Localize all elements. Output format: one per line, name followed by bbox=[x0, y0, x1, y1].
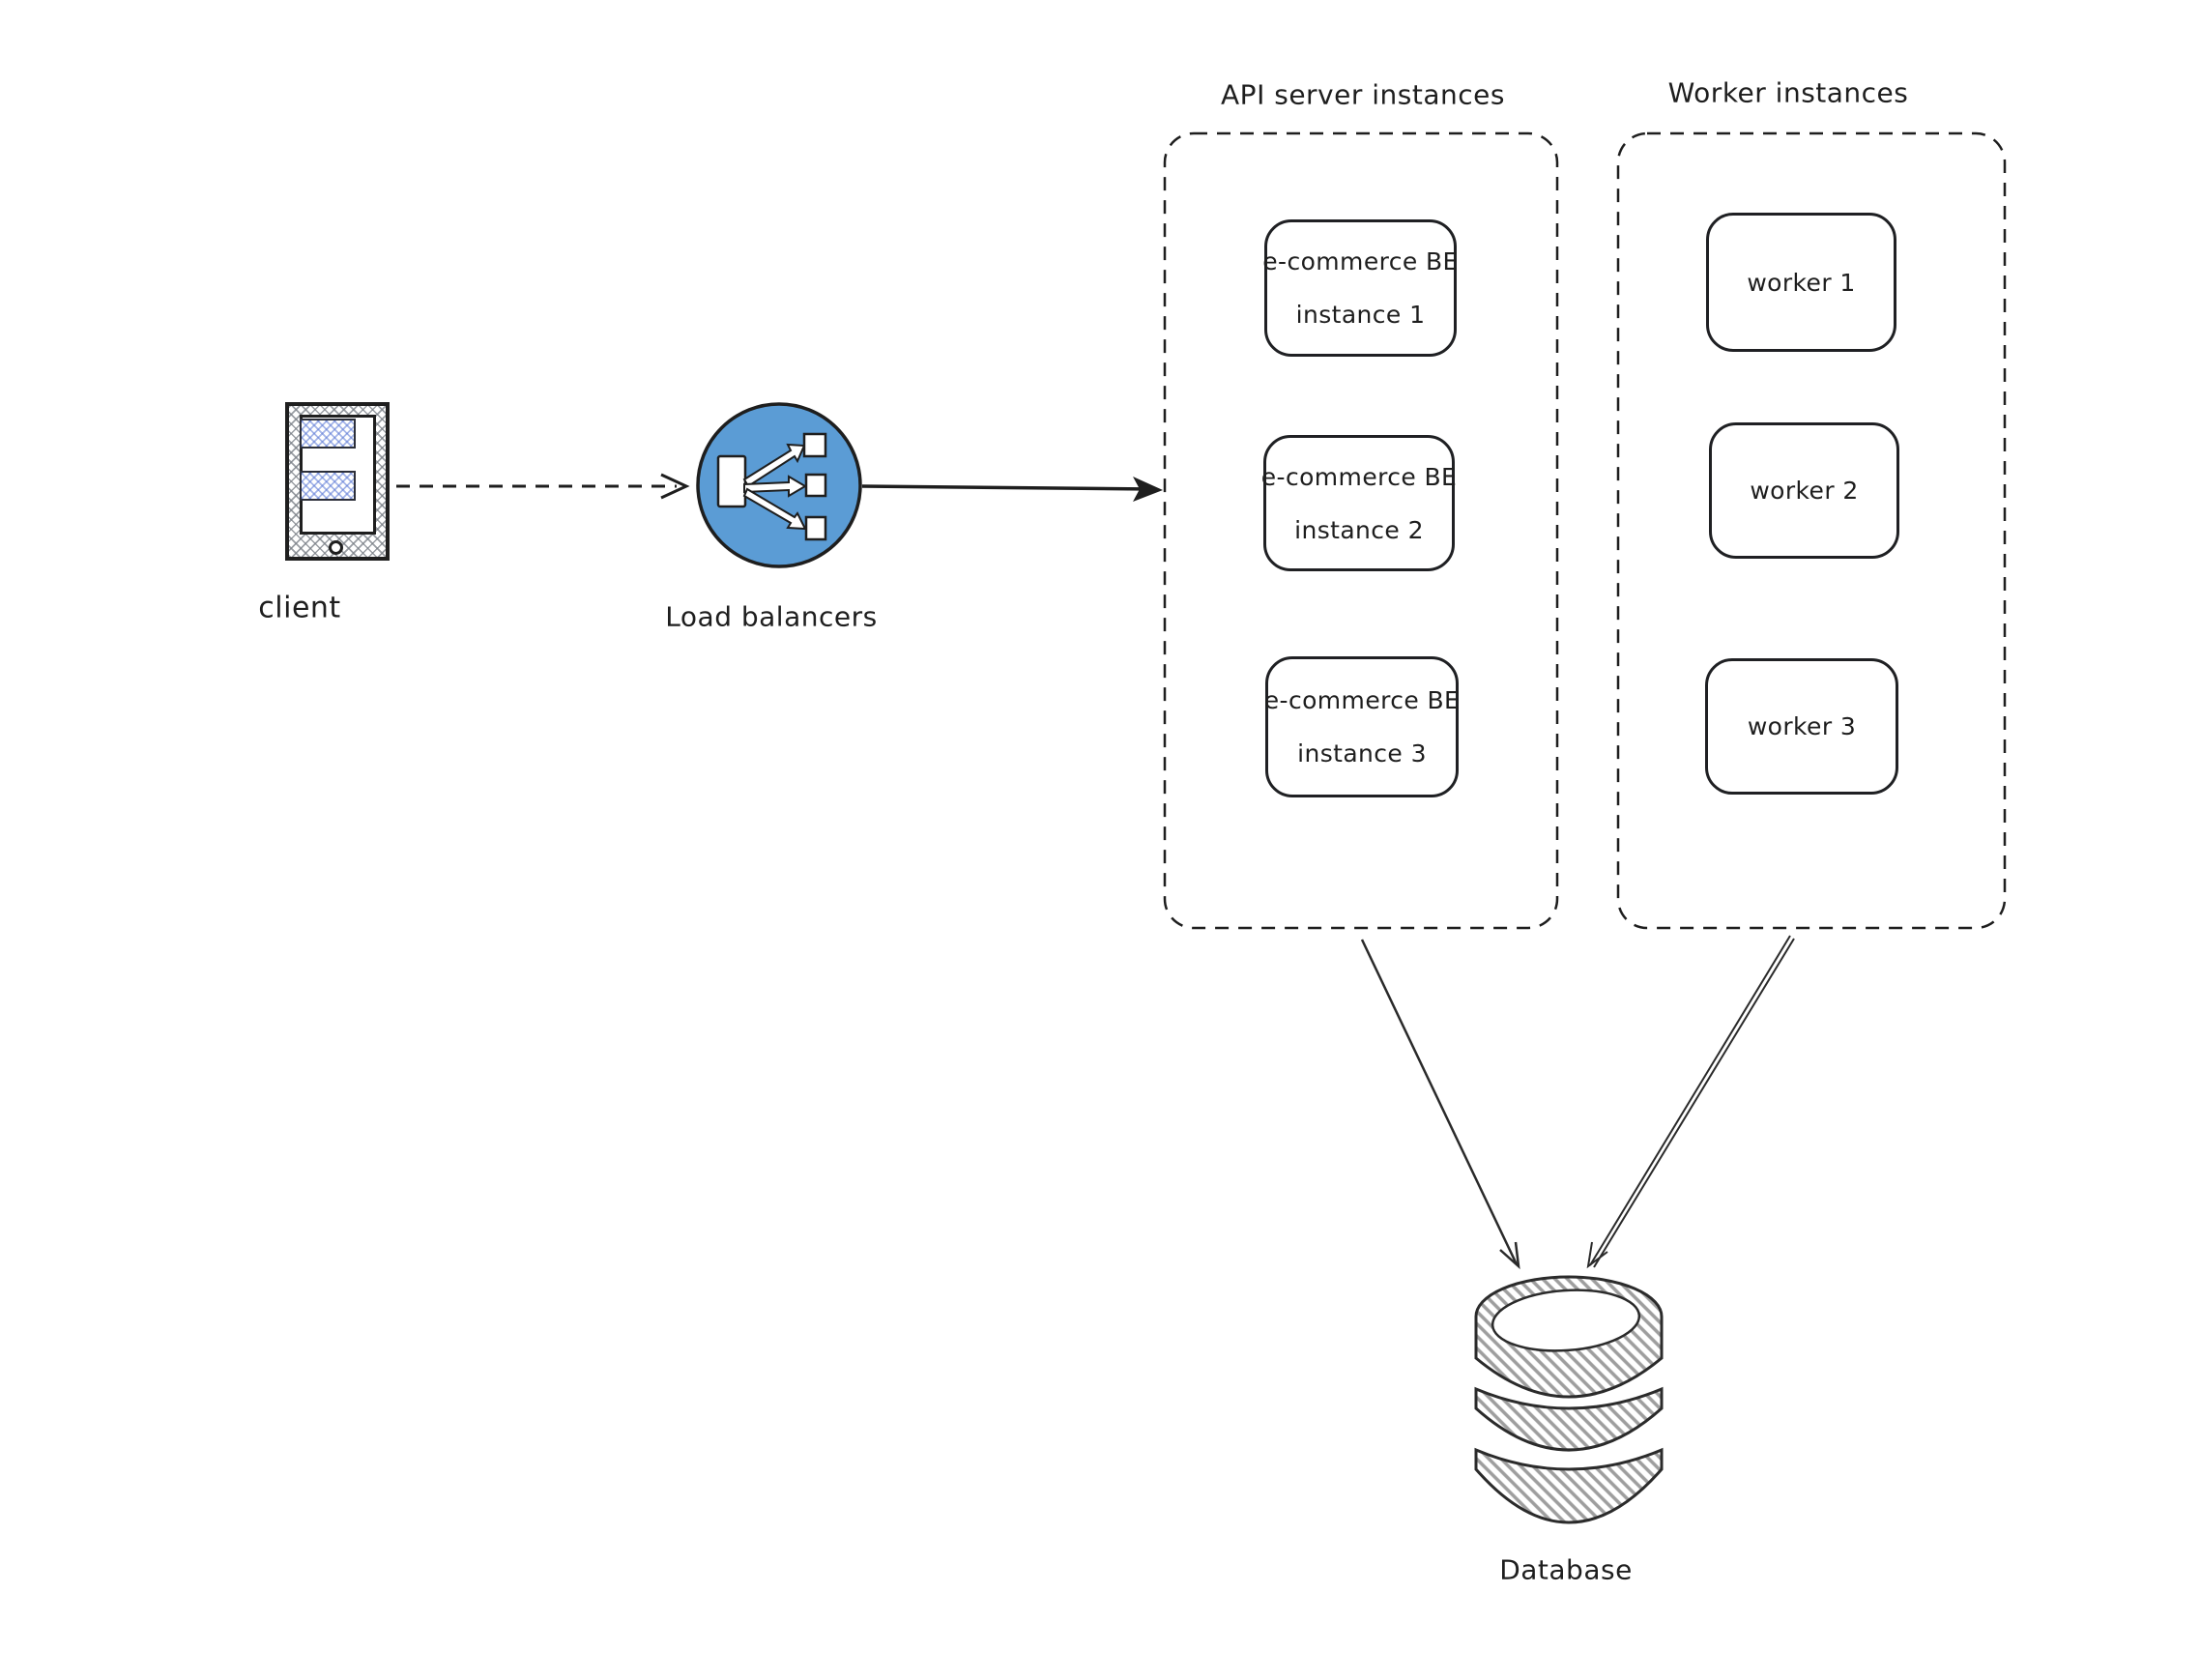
worker-group-title: Worker instances bbox=[1667, 76, 1909, 109]
api-instance-node-3[interactable]: e-commerce BE instance 3 bbox=[1263, 656, 1461, 797]
node-label-line1: e-commerce BE bbox=[1263, 686, 1461, 714]
node-label: worker 3 bbox=[1747, 712, 1857, 740]
node-label: worker 1 bbox=[1747, 268, 1856, 297]
worker-node-2[interactable]: worker 2 bbox=[1709, 422, 1899, 559]
client-to-loadbalancer-arrow bbox=[396, 473, 690, 500]
node-label-line2: instance 2 bbox=[1294, 515, 1424, 544]
database-label: Database bbox=[1499, 1553, 1633, 1586]
phone-screen-block-1 bbox=[300, 419, 356, 449]
worker-node-1[interactable]: worker 1 bbox=[1706, 213, 1896, 352]
client-label: client bbox=[258, 591, 341, 625]
node-label-line2: instance 1 bbox=[1295, 301, 1426, 329]
database-icon[interactable] bbox=[1474, 1275, 1664, 1524]
client-phone-icon[interactable] bbox=[285, 402, 390, 561]
phone-screen-block-2 bbox=[300, 471, 356, 501]
api-instance-node-2[interactable]: e-commerce BE instance 2 bbox=[1260, 435, 1458, 571]
node-label-line1: e-commerce BE bbox=[1260, 462, 1458, 491]
api-to-database-arrow bbox=[1360, 939, 1520, 1270]
worker-to-database-arrow bbox=[1586, 935, 1795, 1269]
node-label: worker 2 bbox=[1750, 477, 1859, 505]
phone-home-button-icon bbox=[329, 540, 343, 555]
api-instances-container[interactable] bbox=[1163, 131, 1559, 930]
worker-instances-container[interactable] bbox=[1616, 131, 2007, 930]
node-label-line2: instance 3 bbox=[1297, 739, 1427, 768]
load-balancer-label: Load balancers bbox=[665, 600, 878, 633]
node-label-line1: e-commerce BE bbox=[1262, 247, 1459, 275]
api-instance-node-1[interactable]: e-commerce BE instance 1 bbox=[1262, 219, 1459, 357]
load-balancer-icon[interactable] bbox=[696, 402, 862, 568]
worker-node-3[interactable]: worker 3 bbox=[1705, 658, 1898, 795]
loadbalancer-to-api-arrow bbox=[861, 477, 1163, 502]
api-group-title: API server instances bbox=[1221, 78, 1505, 111]
